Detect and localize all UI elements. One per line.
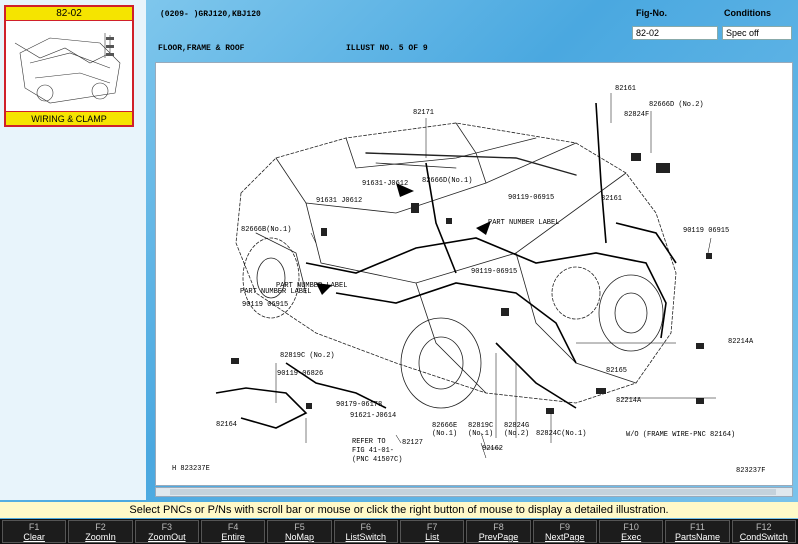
part-label[interactable]: 82162 bbox=[482, 445, 504, 453]
illustration-viewer[interactable]: 82171 82161 82666D (No.2) 82824F 82666D(… bbox=[155, 62, 793, 486]
status-message: Select PNCs or P/Ns with scroll bar or m… bbox=[0, 502, 798, 518]
part-label[interactable]: 90119-06826 bbox=[277, 370, 324, 378]
illustration-thumbnail[interactable]: 82-02 WIRING & CLAMP bbox=[4, 5, 134, 127]
part-label[interactable]: 91631-J0612 bbox=[362, 180, 409, 188]
part-label[interactable]: 82171 bbox=[413, 109, 435, 117]
part-label[interactable]: 82824G bbox=[504, 422, 530, 430]
part-label: (No.2) bbox=[504, 430, 530, 438]
part-note: W/O (FRAME WIRE-PNC 82164) bbox=[626, 431, 736, 439]
part-label[interactable]: FIG 41-01- bbox=[352, 447, 395, 455]
part-label[interactable]: 91631 J0612 bbox=[316, 197, 363, 205]
left-panel: 82-02 WIRING & CLAMP bbox=[0, 0, 146, 500]
illustration-number: ILLUST NO. 5 OF 9 bbox=[346, 44, 428, 53]
part-label[interactable]: 82824C(No.1) bbox=[536, 430, 587, 438]
part-label[interactable]: 82161 bbox=[615, 85, 637, 93]
thumbnail-wiring-image bbox=[14, 33, 121, 104]
illustration-id: 823237F bbox=[736, 467, 766, 475]
part-label[interactable]: PART NUMBER LABEL bbox=[240, 288, 312, 296]
part-label[interactable]: 90119 06915 bbox=[683, 227, 730, 235]
part-label[interactable]: 90119-06915 bbox=[508, 194, 555, 202]
fig-no-field[interactable]: 82-02 bbox=[632, 26, 718, 40]
part-label[interactable]: 82666E bbox=[432, 422, 458, 430]
part-label[interactable]: PART NUMBER LABEL bbox=[488, 219, 560, 227]
part-label[interactable]: 82819C (No.2) bbox=[280, 352, 335, 360]
part-label[interactable]: 82666B(No.1) bbox=[241, 226, 292, 234]
part-label[interactable]: 90179-06178 bbox=[336, 401, 383, 409]
part-label[interactable]: (PNC 41507C) bbox=[352, 456, 403, 464]
part-label[interactable]: 90119-06915 bbox=[471, 268, 518, 276]
part-label[interactable]: 90119 06915 bbox=[242, 301, 289, 309]
part-label: (No.1) bbox=[432, 430, 458, 438]
part-label[interactable]: 82161 bbox=[601, 195, 623, 203]
vehicle-wiring-drawing bbox=[215, 93, 716, 459]
thumbnail-caption: WIRING & CLAMP bbox=[6, 111, 132, 125]
part-label[interactable]: 82164 bbox=[216, 421, 238, 429]
horizontal-scrollbar[interactable] bbox=[155, 487, 793, 497]
illustration-id: H 823237E bbox=[172, 465, 210, 473]
part-label[interactable]: 91621-J0614 bbox=[350, 412, 397, 420]
scrollbar-thumb[interactable] bbox=[170, 489, 776, 495]
conditions-field[interactable]: Spec off bbox=[722, 26, 792, 40]
conditions-label: Conditions bbox=[724, 8, 771, 18]
model-code: (0209- )GRJ120,KBJ120 bbox=[160, 10, 261, 19]
part-label[interactable]: REFER TO bbox=[352, 438, 386, 446]
part-label[interactable]: 82214A bbox=[728, 338, 754, 346]
part-label[interactable]: 82819C bbox=[468, 422, 494, 430]
part-label[interactable]: PART NUMBER LABEL bbox=[276, 282, 348, 290]
part-label[interactable]: 82824F bbox=[624, 111, 650, 119]
part-label[interactable]: 82127 bbox=[402, 439, 424, 447]
section-title: FLOOR,FRAME & ROOF bbox=[158, 44, 245, 53]
part-label[interactable]: 82214A bbox=[616, 397, 642, 405]
part-label[interactable]: 82165 bbox=[606, 367, 628, 375]
part-label[interactable]: 82666D(No.1) bbox=[422, 177, 473, 185]
thumbnail-fig-number: 82-02 bbox=[6, 7, 132, 21]
part-label[interactable]: 82666D (No.2) bbox=[649, 101, 704, 109]
part-label: (No.1) bbox=[468, 430, 494, 438]
fig-no-label: Fig-No. bbox=[636, 8, 667, 18]
